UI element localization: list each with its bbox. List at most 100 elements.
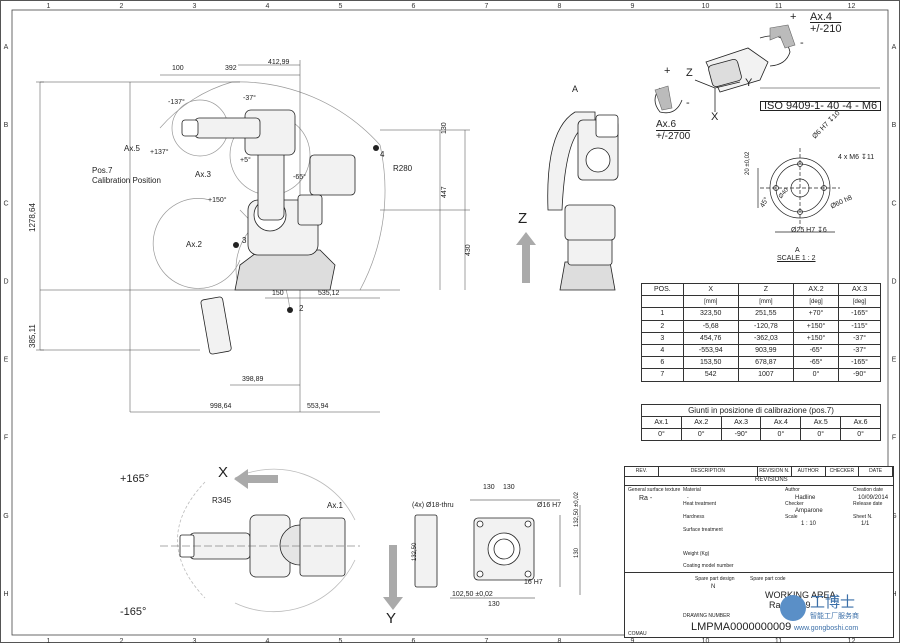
ax4-minus: - (800, 37, 804, 49)
base-dim-132-b: 132,50 (412, 542, 418, 561)
pos-header-ax2: AX.2 (792, 282, 840, 297)
calibration-title: Giunti in posizione di calibrazione (pos… (641, 404, 881, 417)
table-cell: -65° (792, 356, 840, 370)
calib-value: 0° (641, 428, 682, 441)
ax6-range: +/-2700 (656, 131, 691, 142)
top-axis-label: Ax.1 (327, 501, 344, 510)
dim-1278: 1278,64 (28, 203, 37, 232)
angle-m37: -37° (243, 95, 256, 102)
table-cell: 454,76 (682, 331, 739, 345)
revisions-col: CHECKER (826, 467, 860, 476)
material-value: - (687, 495, 689, 501)
table-cell: -553,94 (682, 343, 739, 358)
label-ax2: Ax.2 (186, 240, 203, 249)
point-4-label: 4 (380, 150, 385, 159)
iso-rotation-arrows (654, 24, 796, 111)
revisions-col: DATE (859, 467, 893, 476)
checker-value: Amparone (795, 508, 823, 514)
table-cell: 2 (641, 319, 684, 333)
grid-column-number: 3 (193, 638, 197, 643)
watermark-url: www.gongboshi.com (794, 625, 859, 632)
grid-row-letter: F (892, 435, 896, 442)
sheet-value: 1/1 (861, 521, 870, 527)
spare-code-label: Spare part code (750, 576, 786, 582)
grid-column-number: 12 (848, 638, 856, 643)
base-dim-130-right: 130 (574, 547, 580, 558)
author-value: Hadline (795, 495, 816, 501)
table-cell: +70° (792, 307, 840, 321)
grid-row-letter: G (3, 513, 8, 520)
table-cell: -362,03 (737, 331, 794, 345)
flange-caption-scale: SCALE 1 : 2 (777, 255, 816, 262)
table-cell: -65° (792, 343, 840, 358)
calib-value: 0° (680, 428, 722, 441)
heat-label: Heat treatment (683, 501, 717, 507)
grid-row-letter: D (891, 278, 896, 285)
table-cell: 1 (641, 307, 684, 321)
grid-column-number: 8 (558, 638, 562, 643)
title-block: REV. DESCRIPTION REVISION N. AUTHOR CHEC… (624, 466, 894, 638)
material-label: Material (683, 487, 701, 493)
table-cell: 1007 (737, 368, 794, 382)
surface-treatment-label: Surface treatment (683, 527, 723, 533)
pos-unit: [deg] (838, 295, 881, 309)
dim-392: 392 (225, 65, 237, 72)
revisions-header: REV. DESCRIPTION REVISION N. AUTHOR CHEC… (625, 467, 893, 477)
revisions-title: REVISIONS (755, 477, 788, 483)
table-cell: -165° (838, 307, 881, 321)
grid-row-letter: H (891, 591, 896, 598)
table-cell: +150° (792, 331, 840, 345)
iso-axis-z: Z (686, 67, 693, 79)
grid-column-number: 4 (266, 638, 270, 643)
base-dim-132-a: 132,50 ±0,02 (574, 492, 580, 527)
base-holes: (4x) Ø18-thru (412, 502, 454, 509)
table-row: 2-5,68-120,78+150°-115° (641, 319, 881, 333)
iso-axis-y: Y (745, 77, 753, 89)
revisions-col: AUTHOR (792, 467, 826, 476)
grid-row-letter: A (892, 44, 897, 51)
angle-p150: +150° (208, 197, 227, 204)
grid-row-letter: B (892, 122, 897, 129)
dim-447: 447 (441, 186, 448, 198)
label-ax3: Ax.3 (195, 170, 212, 179)
ax4-range: +/-210 (810, 23, 842, 35)
angle-p5: +5° (240, 157, 251, 164)
top-axis-x: X (218, 464, 229, 481)
pos-header-pos: POS. (641, 282, 684, 297)
angle-p137: +137° (150, 149, 169, 156)
table-cell: -5,68 (682, 319, 739, 333)
creation-value: 10/09/2014 (858, 495, 889, 501)
point-3-label: 3 (242, 236, 247, 245)
side-view-points (233, 145, 379, 313)
flange-caption-a: A (795, 247, 800, 254)
base-dim-102: 102,50 ±0,02 (452, 591, 493, 598)
dim-385: 385,11 (28, 324, 37, 348)
ax4-label: Ax.4 (810, 11, 833, 23)
surface-ra: Ra - (639, 495, 653, 502)
top-view-envelope (177, 468, 356, 613)
watermark-logo-icon (780, 595, 806, 621)
dim-130-right: 130 (441, 122, 448, 134)
spare-value: N (711, 584, 716, 590)
grid-column-number: 9 (631, 3, 635, 10)
grid-column-number: 12 (848, 3, 856, 10)
grid-row-letter: D (3, 278, 8, 285)
grid-column-number: 11 (775, 3, 782, 10)
positions-table: POS. X Z AX.2 AX.3 [mm] [mm] [deg] [deg]… (641, 282, 881, 382)
table-cell: 3 (641, 331, 684, 345)
drawing-number-label: DRAWING NUMBER (683, 613, 731, 619)
scale-label: Scale (785, 514, 798, 520)
calibration-table: Giunti in posizione di calibrazione (pos… (641, 404, 881, 441)
release-label: Release date (853, 501, 883, 507)
grid-column-number: 5 (339, 638, 343, 643)
table-cell: 6 (641, 356, 684, 370)
pos-unit: [mm] (682, 295, 739, 309)
calib-value: -90° (720, 428, 762, 441)
pos-header-z: Z (737, 282, 794, 297)
base-dim-130-a: 130 (483, 484, 495, 491)
grid-column-number: 1 (47, 3, 51, 10)
sheet-label: Sheet N. (853, 514, 873, 520)
iso-axes (694, 79, 880, 112)
